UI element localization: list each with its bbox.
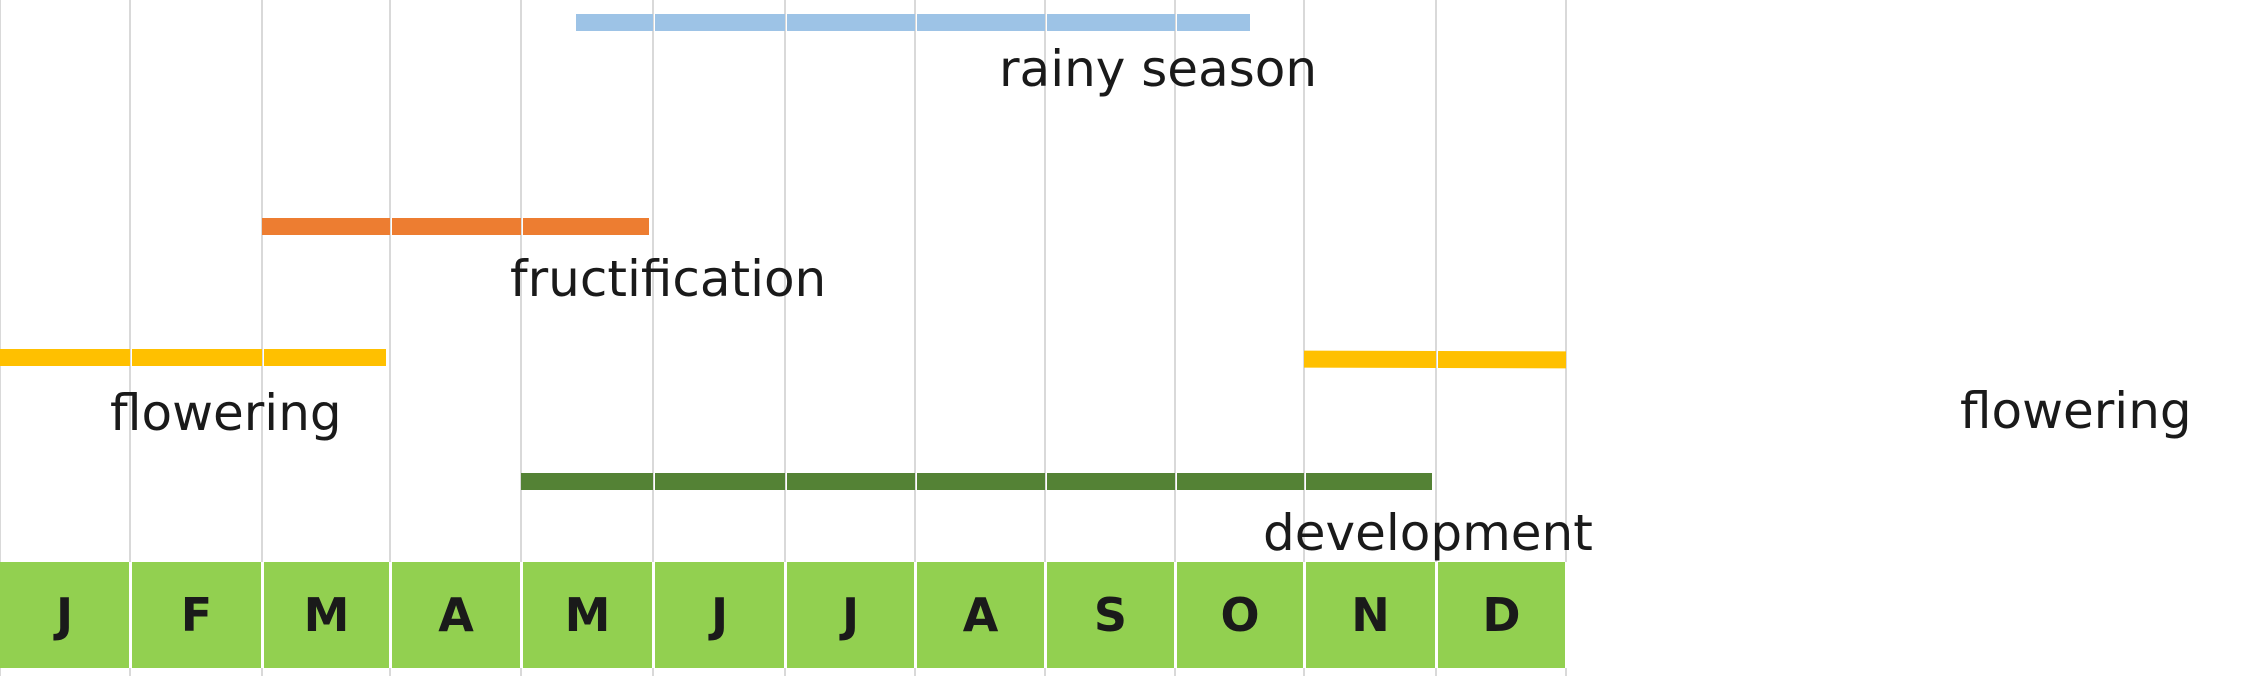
month-cell: S — [1047, 562, 1174, 668]
fructification-bar-segment — [392, 218, 521, 235]
month-cell: A — [917, 562, 1044, 668]
flowering-late-bar-segment — [1303, 350, 1437, 369]
development-bar-segment — [655, 473, 785, 490]
development-bar — [521, 473, 1433, 490]
month-cell: A — [392, 562, 520, 668]
grid-line — [784, 0, 786, 676]
grid-line — [261, 0, 263, 676]
rainy-season-bar — [576, 14, 1250, 31]
development-bar-segment — [787, 473, 915, 490]
flowering-late-label: flowering — [1960, 382, 2192, 440]
development-bar-segment — [1047, 473, 1175, 490]
development-bar-segment — [1177, 473, 1304, 490]
rainy-season-bar-segment — [576, 14, 653, 31]
month-cell: J — [0, 562, 129, 668]
flowering-early-label: flowering — [110, 384, 342, 442]
grid-line — [1174, 0, 1176, 676]
month-cell: M — [523, 562, 652, 668]
fructification-bar-segment — [262, 218, 390, 235]
month-cell: J — [787, 562, 914, 668]
grid-line — [129, 0, 131, 676]
flowering-early-bar-segment — [0, 349, 130, 366]
month-cell: D — [1438, 562, 1565, 668]
grid-line — [389, 0, 391, 676]
month-cell: M — [264, 562, 389, 668]
grid-line — [1435, 0, 1437, 676]
rainy-season-bar-segment — [1046, 14, 1175, 31]
rainy-season-bar-segment — [916, 14, 1045, 31]
grid-line — [520, 0, 522, 676]
development-bar-segment — [521, 473, 653, 490]
month-cell: N — [1306, 562, 1435, 668]
grid-line — [652, 0, 654, 676]
flowering-early-bar-segment — [132, 349, 262, 366]
rainy-season-bar-segment — [654, 14, 785, 31]
grid-line — [1303, 0, 1305, 676]
rainy-season-bar-segment — [1176, 14, 1250, 31]
fructification-bar-segment — [523, 218, 650, 235]
rainy-season-bar-segment — [786, 14, 915, 31]
fructification-label: fructification — [510, 250, 827, 308]
grid-line — [0, 0, 1, 676]
month-cell: O — [1177, 562, 1303, 668]
grid-line — [914, 0, 916, 676]
fructification-bar — [262, 218, 650, 235]
month-cell: J — [655, 562, 784, 668]
flowering-late-bar-segment — [1437, 351, 1567, 369]
grid-line — [1044, 0, 1046, 676]
grid-line — [1565, 0, 1567, 676]
rainy-season-label: rainy season — [999, 40, 1318, 98]
flowering-early-bar-segment — [264, 349, 387, 366]
flowering-early-bar — [0, 349, 387, 366]
development-bar-segment — [917, 473, 1045, 490]
development-label: development — [1263, 504, 1593, 562]
flowering-late-bar — [1303, 350, 1567, 369]
development-bar-segment — [1306, 473, 1433, 490]
month-cell: F — [132, 562, 261, 668]
